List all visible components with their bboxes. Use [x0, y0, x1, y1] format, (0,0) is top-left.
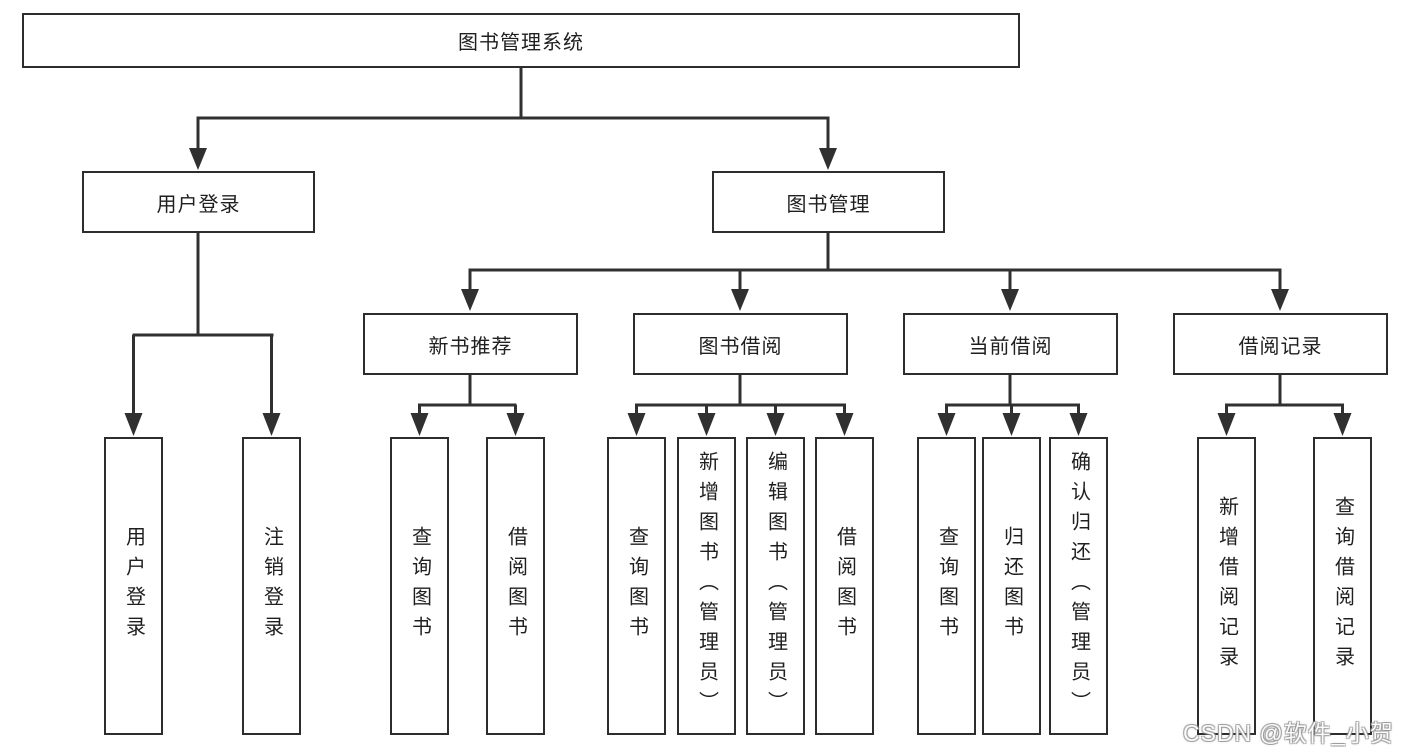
arrowhead-book-borrowing [731, 289, 749, 311]
node-label: 查询图书 [935, 526, 958, 646]
node-label: 图书管理系统 [458, 32, 584, 54]
node-label: 借阅记录 [1238, 335, 1323, 358]
node-label: 图书借阅 [698, 335, 783, 358]
node-borrowing-records: 借阅记录 [1173, 313, 1388, 375]
node-label: 图书管理 [786, 193, 871, 216]
arrowhead-book-management [819, 148, 837, 170]
node-leaf-edit-books-admin: 编辑图书（管理员） [746, 437, 805, 735]
node-label: 当前借阅 [968, 335, 1053, 358]
node-leaf-borrow-books-recommend: 借阅图书 [486, 437, 545, 735]
node-label: 查询图书 [625, 526, 648, 646]
node-label: 新书推荐 [428, 335, 513, 358]
node-leaf-confirm-return-admin: 确认归还（管理员） [1049, 437, 1108, 735]
node-label: 编辑图书（管理员） [764, 451, 787, 721]
node-leaf-add-books-admin: 新增图书（管理员） [677, 437, 736, 735]
node-leaf-query-books-recommend: 查询图书 [390, 437, 449, 735]
arrowhead-leaf-logout [262, 413, 281, 436]
node-label: 用户登录 [156, 193, 241, 216]
arrowhead-user-login [189, 148, 207, 170]
node-label: 新增借阅记录 [1215, 496, 1238, 676]
node-leaf-user-login: 用户登录 [104, 437, 163, 735]
node-label: 借阅图书 [833, 526, 856, 646]
arrowhead-current-borrowing [1001, 289, 1019, 311]
arrowhead-borrowing-records [1271, 289, 1289, 311]
node-leaf-query-borrow-record: 查询借阅记录 [1313, 437, 1372, 735]
node-label: 用户登录 [122, 526, 145, 646]
node-leaf-return-books: 归还图书 [982, 437, 1041, 735]
node-label: 新增图书（管理员） [695, 451, 718, 721]
node-library-management-system: 图书管理系统 [22, 13, 1020, 68]
node-label: 注销登录 [260, 526, 283, 646]
arrowhead-new-book-recommend [461, 289, 479, 311]
node-label: 查询借阅记录 [1331, 496, 1354, 676]
arrowhead-leaf-user-login [124, 413, 143, 436]
node-label: 借阅图书 [504, 526, 527, 646]
node-leaf-query-books-current: 查询图书 [917, 437, 976, 735]
node-user-login: 用户登录 [82, 171, 315, 233]
node-leaf-query-books-borrowing: 查询图书 [607, 437, 666, 735]
node-leaf-add-borrow-record: 新增借阅记录 [1197, 437, 1256, 735]
node-new-book-recommend: 新书推荐 [363, 313, 578, 375]
node-current-borrowing: 当前借阅 [903, 313, 1118, 375]
node-book-management: 图书管理 [712, 171, 945, 233]
node-label: 查询图书 [408, 526, 431, 646]
node-book-borrowing: 图书借阅 [633, 313, 848, 375]
node-leaf-borrow-books: 借阅图书 [815, 437, 874, 735]
node-leaf-logout: 注销登录 [242, 437, 301, 735]
node-label: 确认归还（管理员） [1067, 451, 1090, 721]
node-label: 归还图书 [1000, 526, 1023, 646]
